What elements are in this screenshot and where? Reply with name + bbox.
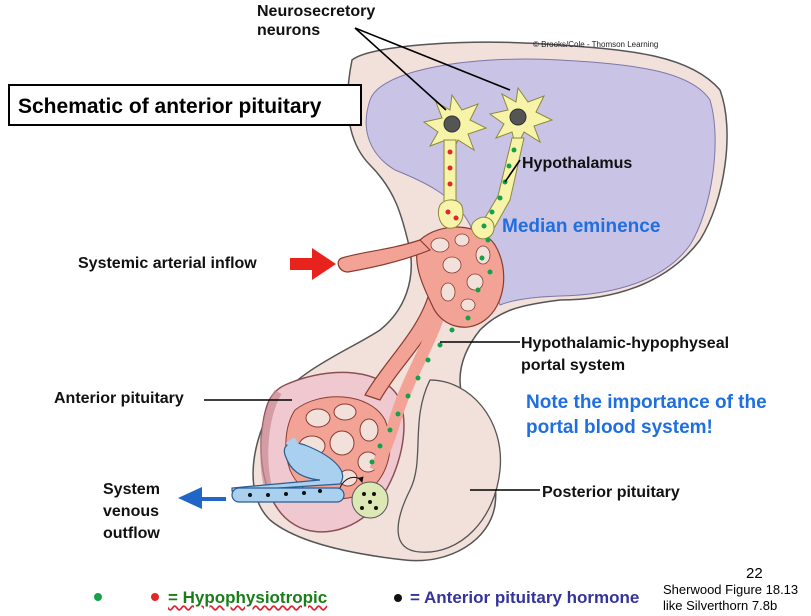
label-note-2: portal blood system! — [526, 417, 713, 438]
legend-red-dot — [151, 593, 159, 601]
label-portal-system-2: portal system — [521, 357, 626, 374]
arterial-vessel — [337, 239, 432, 273]
legend-green-dot — [94, 593, 102, 601]
label-posterior-pituitary: Posterior pituitary — [542, 484, 680, 501]
legend-anterior-hormone: = Anterior pituitary hormone — [410, 588, 640, 607]
arterial-inflow-arrow — [290, 248, 336, 280]
diagram-title: Schematic of anterior pituitary — [8, 84, 362, 126]
label-venous-3: outflow — [103, 525, 160, 542]
page-number: 22 — [746, 565, 763, 582]
label-neurosecretory-2: neurons — [257, 22, 321, 39]
legend-hypophysiotropic: = Hypophysiotropic — [168, 588, 328, 607]
credit-text: © Brooks/Cole - Thomson Learning — [533, 40, 659, 49]
label-anterior-pituitary: Anterior pituitary — [54, 390, 184, 407]
legend-black-dot — [394, 594, 402, 602]
venous-outflow-arrow — [178, 487, 226, 509]
label-venous-2: venous — [103, 503, 160, 520]
label-note-1: Note the importance of the — [526, 392, 767, 413]
label-hypothalamus: Hypothalamus — [522, 155, 633, 172]
label-neurosecretory-1: Neurosecretory — [257, 3, 376, 20]
label-venous-1: System — [103, 481, 160, 498]
posterior-lobe — [397, 379, 502, 553]
label-systemic-inflow: Systemic arterial inflow — [78, 255, 257, 272]
reference-1: Sherwood Figure 18.13 — [663, 582, 799, 597]
label-portal-system-1: Hypothalamic-hypophyseal — [521, 335, 730, 352]
label-median-eminence: Median eminence — [502, 216, 661, 237]
reference-2: like Silverthorn 7.8b — [663, 598, 778, 613]
